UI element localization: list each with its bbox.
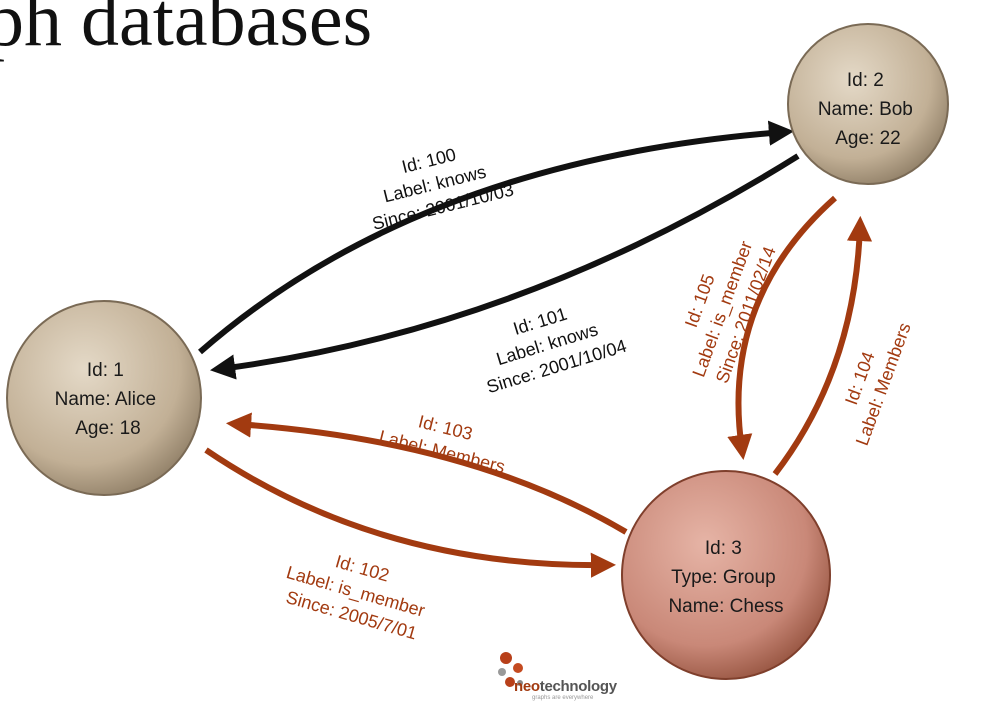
edge-100-knows <box>198 120 795 355</box>
node-alice: Id: 1 Name: Alice Age: 18 <box>6 300 202 496</box>
edge-label-102: Id: 102 Label: is_member Since: 2005/7/0… <box>278 539 439 645</box>
edge-103-members <box>225 412 628 535</box>
edge-101-knows <box>210 153 800 380</box>
edge-105-is-member <box>727 195 837 460</box>
node-bob: Id: 2 Name: Bob Age: 22 <box>787 23 949 185</box>
node-alice-id: Id: 1 <box>87 360 124 381</box>
svg-text:Id: 102 Label: is_member: Id: 102 Label: is_member Since: 2005/7/0… <box>278 539 439 645</box>
svg-text:Id: 103 Label: Members: Id: 103 Label: Members <box>377 403 513 477</box>
node-bob-id: Id: 2 <box>847 70 884 91</box>
node-bob-age: Age: 22 <box>835 128 901 149</box>
svg-text:Id: 3 Type: Group: Id: 3 Type: Group Name: Chess <box>668 538 783 617</box>
edge-label-103: Id: 103 Label: Members <box>377 403 513 477</box>
node-chess-name: Name: Chess <box>668 596 783 617</box>
node-alice-age: Age: 18 <box>75 418 141 439</box>
node-alice-name: Name: Alice <box>55 389 156 410</box>
logo-dots-icon <box>498 652 523 687</box>
logo-wordmark: neotechnology <box>514 678 617 695</box>
edge-label-105: Id: 105 Label: is_member Since: 2011/02/… <box>666 225 781 387</box>
logo-tagline: graphs are everywhere <box>532 695 594 701</box>
edge-104-members <box>772 215 873 476</box>
svg-text:Id: 1 Name: Alice: Id: 1 Name: Alice Age: 18 <box>55 360 162 439</box>
svg-text:Id: 105 Label: is_member: Id: 105 Label: is_member Since: 2011/02/… <box>666 225 781 387</box>
edge-label-100: Id: 100 Label: knows Since: 2001/10/03 <box>358 133 516 234</box>
svg-text:Id: 2 Name: Bob Ag: Id: 2 Name: Bob Age: 22 <box>818 70 918 149</box>
node-chess-type: Type: Group <box>671 567 776 588</box>
node-chess-id: Id: 3 <box>705 538 742 559</box>
logo-brand-suffix: technology <box>539 678 617 695</box>
node-bob-name: Name: Bob <box>818 99 913 120</box>
slide-title: ph databases <box>0 0 373 62</box>
neotechnology-logo: neotechnology graphs are everywhere <box>492 650 632 701</box>
logo-brand-prefix: neo <box>514 678 540 695</box>
edge-102-is-member <box>204 447 617 578</box>
node-chess: Id: 3 Type: Group Name: Chess <box>621 470 831 680</box>
svg-text:Id: 100 Label: knows: Id: 100 Label: knows Since: 2001/10/03 <box>358 133 515 234</box>
